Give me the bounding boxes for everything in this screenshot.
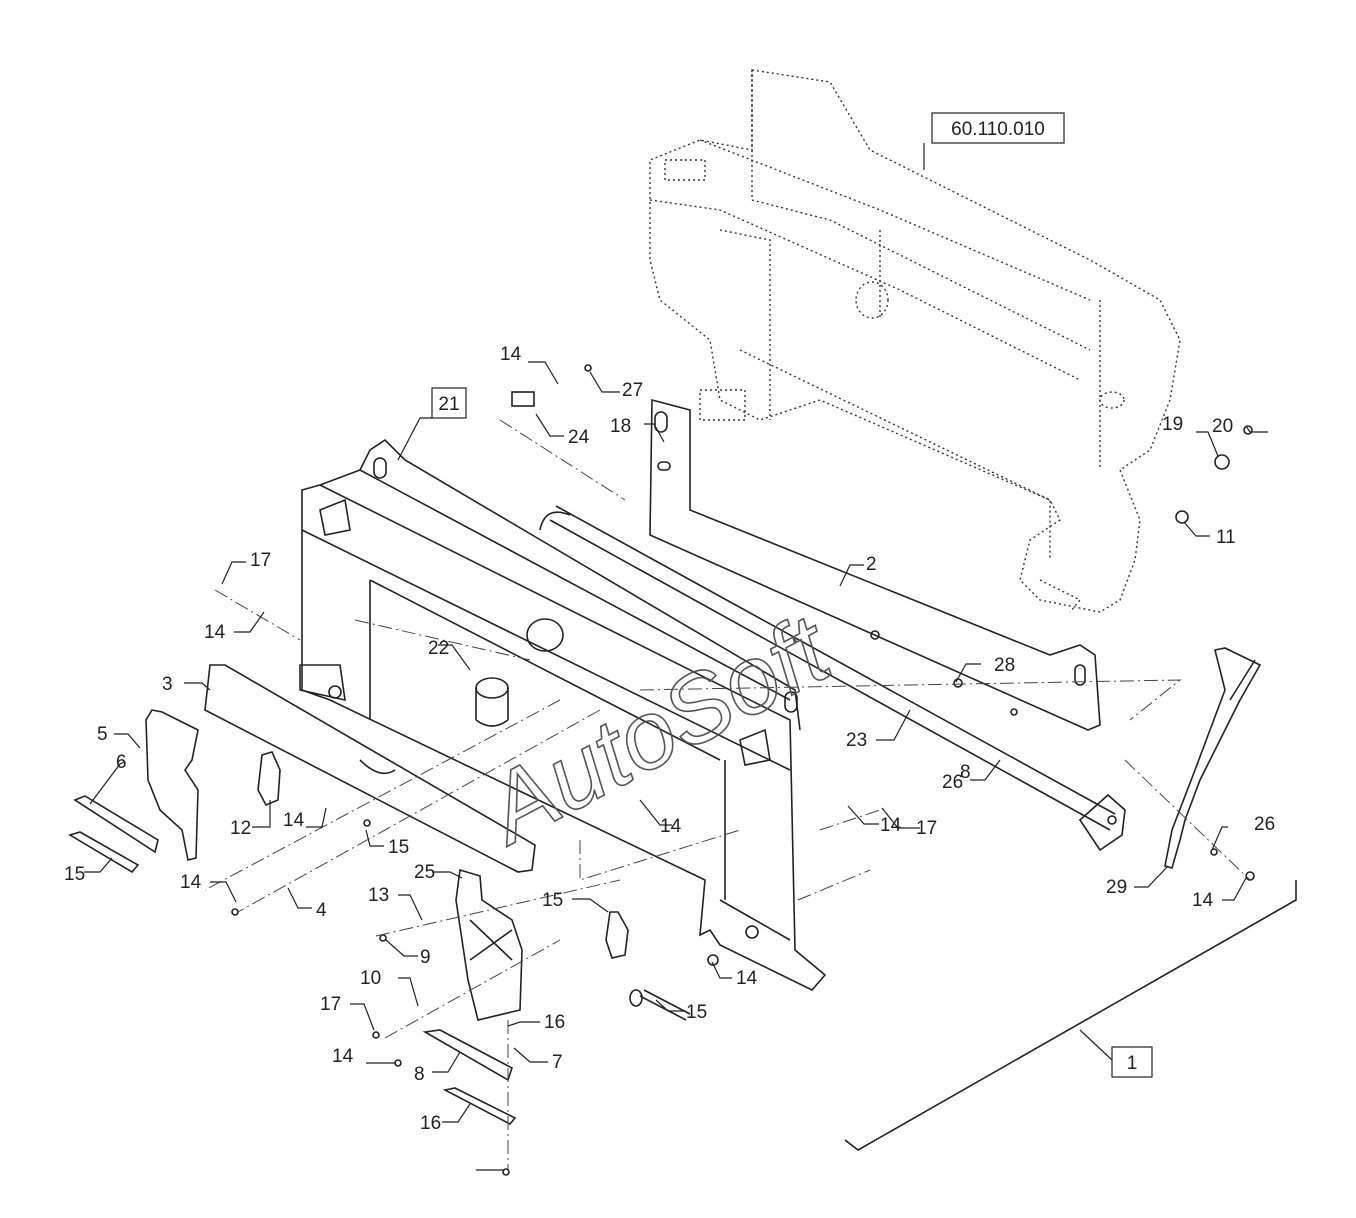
callout: 8 xyxy=(960,762,971,783)
plate-reference-label: 21 xyxy=(438,394,459,415)
assembly-boundary xyxy=(844,880,1297,1151)
assembly-reference-label: 1 xyxy=(1127,1053,1138,1074)
callout: 11 xyxy=(1216,527,1236,548)
callout: 24 xyxy=(568,427,590,448)
callout: 15 xyxy=(388,837,409,858)
callout-labels: 14 27 24 20 19 11 17 2 14 22 3 28 5 6 23… xyxy=(64,344,1275,1134)
callout: 6 xyxy=(116,752,127,773)
callout: 5 xyxy=(97,724,108,745)
callout: 14 xyxy=(180,872,202,893)
callout: 14 xyxy=(332,1046,354,1067)
callout: 22 xyxy=(428,638,449,659)
callout: 27 xyxy=(622,380,643,401)
back-plate xyxy=(649,398,1101,731)
callout: 8 xyxy=(414,1064,425,1085)
reference-box-plate: 21 xyxy=(431,387,467,419)
callout: 26 xyxy=(942,772,963,793)
callout: 13 xyxy=(368,885,389,906)
lock-pin xyxy=(1164,647,1262,869)
callout: 14 xyxy=(204,622,226,643)
callout: 15 xyxy=(542,890,563,911)
small-bracket-12 xyxy=(257,751,281,807)
callout: 17 xyxy=(250,550,271,571)
reference-box-assembly: 1 xyxy=(1111,1046,1153,1078)
small-fasteners xyxy=(231,364,1255,1176)
callout: 15 xyxy=(686,1002,707,1023)
small-bracket-13 xyxy=(605,911,629,959)
callout: 16 xyxy=(420,1113,441,1134)
callout: 4 xyxy=(316,900,327,921)
callout: 7 xyxy=(552,1052,563,1073)
callout: 25 xyxy=(414,862,435,883)
left-bracket xyxy=(145,709,199,861)
callout: 14 xyxy=(660,816,682,837)
callout: 16 xyxy=(544,1012,565,1033)
callout: 2 xyxy=(866,554,877,575)
strip-7 xyxy=(422,1029,513,1082)
ghost-loader-frame xyxy=(649,69,1181,613)
leader-lines xyxy=(84,143,1268,1171)
callout: 20 xyxy=(1212,416,1233,437)
callout: 14 xyxy=(736,968,758,989)
callout: 23 xyxy=(846,730,867,751)
pin-10 xyxy=(629,989,691,1021)
callout: 15 xyxy=(64,864,85,885)
reference-box-frame: 60.110.010 xyxy=(931,112,1065,144)
right-bracket xyxy=(455,868,523,1021)
callout: 14 xyxy=(283,810,305,831)
callout: 14 xyxy=(1192,890,1214,911)
coupler-plate xyxy=(299,438,827,991)
callout: 17 xyxy=(320,994,341,1015)
callout: 18 xyxy=(610,416,631,437)
callout: 19 xyxy=(1162,414,1183,435)
strip-8b xyxy=(442,1087,517,1126)
callout: 9 xyxy=(420,947,431,968)
pivot-tube xyxy=(539,505,1126,852)
center-lines xyxy=(204,419,1251,1170)
strip-6 xyxy=(73,795,159,854)
callout: 26 xyxy=(1254,814,1275,835)
cover-plate xyxy=(204,664,536,873)
frame-reference-label: 60.110.010 xyxy=(951,119,1045,140)
callout: 10 xyxy=(360,968,381,989)
callout: 17 xyxy=(916,818,937,839)
callout: 12 xyxy=(230,818,251,839)
callout: 14 xyxy=(500,344,522,365)
callout: 28 xyxy=(994,655,1015,676)
callout: 29 xyxy=(1106,877,1127,898)
callout: 3 xyxy=(162,674,173,695)
callout: 14 xyxy=(880,815,902,836)
